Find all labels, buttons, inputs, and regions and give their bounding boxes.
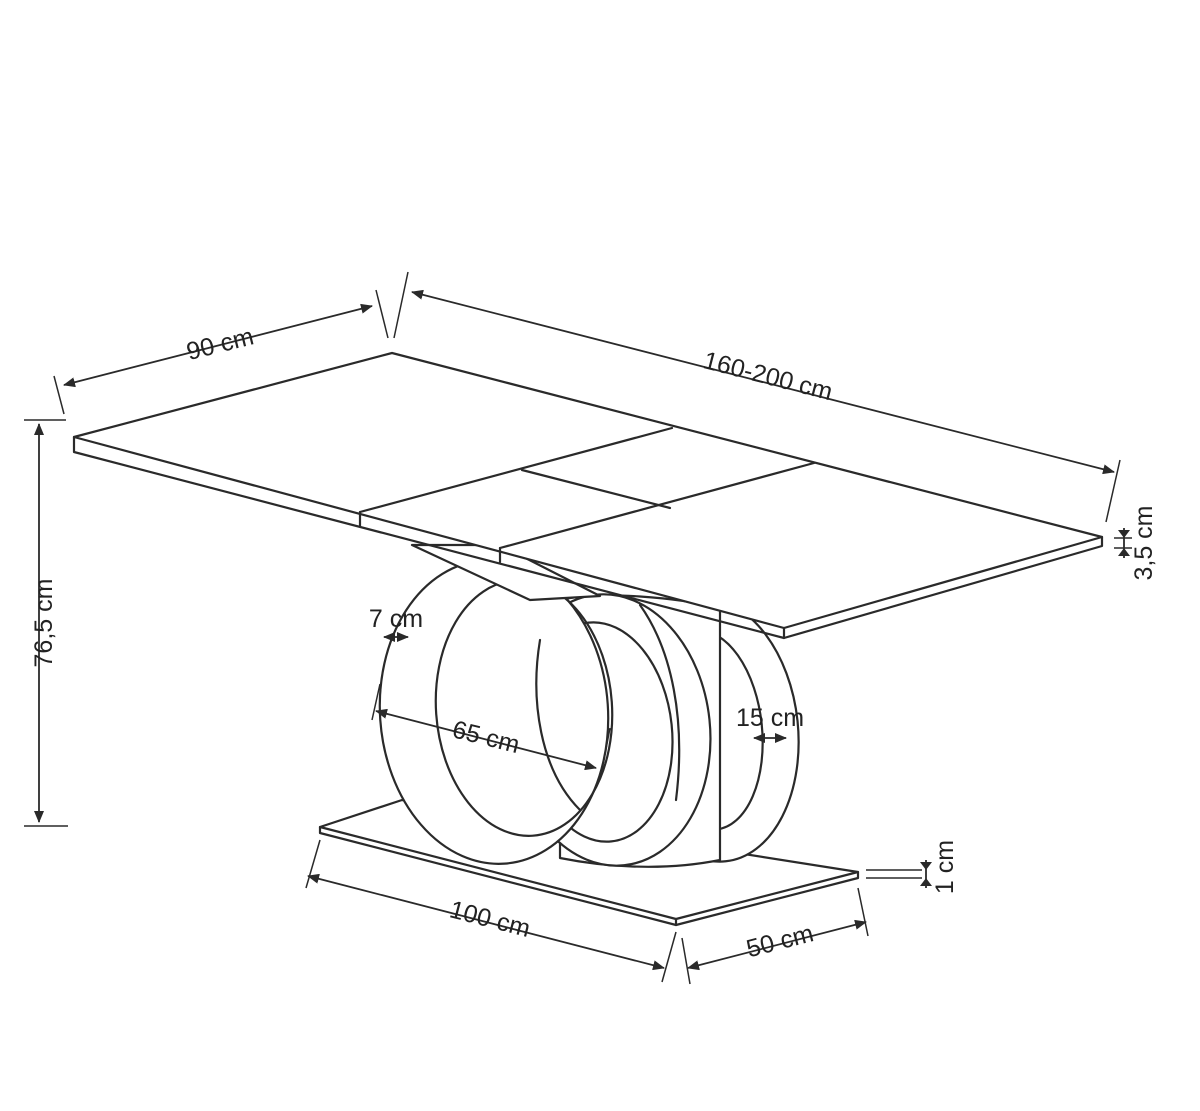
- label-ring-band-width: 7 cm: [369, 605, 423, 633]
- label-base-length: 100 cm: [447, 895, 533, 943]
- label-top-thickness: 3,5 cm: [1130, 505, 1158, 580]
- table-top: [72, 351, 1104, 640]
- label-height: 76,5 cm: [30, 579, 58, 668]
- label-length: 160-200 cm: [701, 346, 836, 406]
- label-base-width: 50 cm: [744, 919, 817, 963]
- dimension-lines: [24, 271, 1132, 985]
- label-ring-depth: 15 cm: [736, 704, 804, 732]
- label-width: 90 cm: [184, 322, 257, 366]
- label-base-thickness: 1 cm: [931, 840, 959, 894]
